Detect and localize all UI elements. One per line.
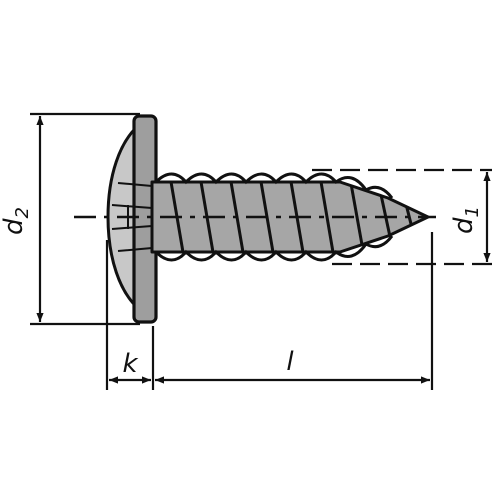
screw-head [106, 114, 158, 324]
label-d1-sub: 1 [462, 206, 483, 217]
dimension-lines [36, 116, 491, 384]
thread-crest-top [154, 172, 394, 199]
head-recess [111, 182, 153, 252]
label-d1-main: d [449, 217, 479, 234]
label-d2-sub: 2 [12, 207, 33, 218]
label-d2: d2 [0, 207, 33, 235]
svg-text:d1: d1 [449, 206, 483, 234]
extension-lines [30, 112, 492, 390]
thread-crest-bottom [154, 235, 394, 262]
label-k: k [122, 349, 138, 379]
label-d2-main: d [0, 218, 29, 235]
svg-text:d2: d2 [0, 207, 33, 235]
label-l: l [286, 347, 294, 377]
label-d1: d1 [449, 206, 483, 234]
